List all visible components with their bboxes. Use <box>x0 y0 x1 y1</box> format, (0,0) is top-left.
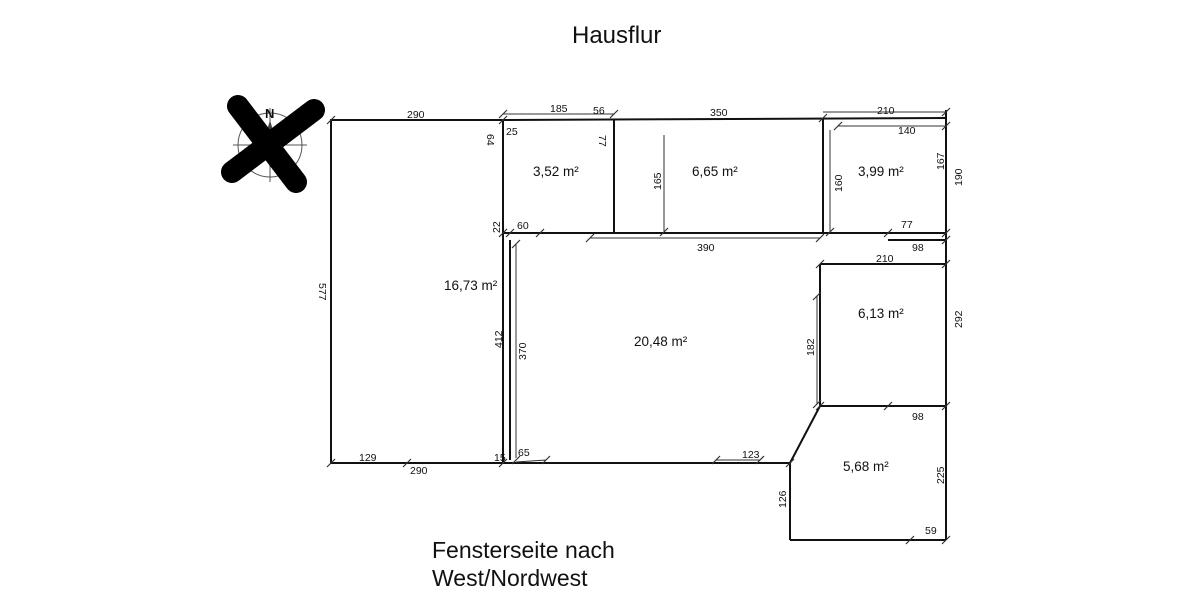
dimension-tick <box>941 535 951 545</box>
dimension-tick <box>833 121 843 131</box>
dim-label: 140 <box>898 125 916 137</box>
dim-label: 210 <box>876 253 894 265</box>
room-area-7: 5,68 m² <box>843 459 889 474</box>
dimension-tick <box>609 109 619 119</box>
dim-label: 390 <box>697 242 715 254</box>
dimension-tick <box>941 259 951 269</box>
dim-label: 292 <box>953 310 965 328</box>
dimension-tick <box>585 233 595 243</box>
dimension-tick <box>498 228 508 238</box>
dim-label: 370 <box>517 342 529 360</box>
dim-label: 129 <box>359 452 377 464</box>
dimension-tick <box>711 455 721 465</box>
dimension-tick <box>812 399 822 409</box>
walls <box>330 110 947 541</box>
dimension-labels: 290 185 56 350 210 140 64 25 77 165 160 … <box>316 103 965 537</box>
dimension-tick <box>498 458 508 468</box>
window-side-note: Fensterseite nach West/Nordwest <box>432 536 615 592</box>
dim-label: 190 <box>953 168 965 186</box>
dimension-tick <box>818 113 828 123</box>
dim-label: 77 <box>901 219 913 231</box>
dimension-tick <box>326 115 336 125</box>
dimension-tick <box>905 535 915 545</box>
dimension-tick <box>326 458 336 468</box>
dimension-ticks <box>326 107 951 545</box>
room-area-2: 6,65 m² <box>692 164 738 179</box>
dim-label: 412 <box>493 330 505 348</box>
dim-label: 167 <box>935 152 947 170</box>
dim-label: 65 <box>518 447 530 459</box>
dimension-tick <box>883 228 893 238</box>
dim-label: 210 <box>877 105 895 117</box>
dim-label: 60 <box>517 220 529 232</box>
dim-label: 185 <box>550 103 568 115</box>
room-area-6: 6,13 m² <box>858 306 904 321</box>
dim-label: 350 <box>710 107 728 119</box>
dim-label: 225 <box>935 466 947 484</box>
dimension-tick <box>941 401 951 411</box>
cross-out-stroke-2 <box>221 99 325 183</box>
dimension-tick <box>511 455 521 465</box>
dimension-tick <box>498 109 508 119</box>
dimension-tick <box>941 228 951 238</box>
dimension-tick <box>498 115 508 125</box>
window-side-note-line-2: West/Nordwest <box>432 565 588 591</box>
dimension-tick <box>755 455 765 465</box>
dim-label: 98 <box>912 242 924 254</box>
room-area-4: 16,73 m² <box>444 278 498 293</box>
dim-label: 160 <box>833 174 845 192</box>
dim-label: 64 <box>484 134 496 146</box>
dimension-tick <box>402 458 412 468</box>
dimension-tick <box>535 228 545 238</box>
compass-icon: N <box>221 95 325 193</box>
dimension-tick <box>815 401 825 411</box>
dimension-tick <box>883 401 893 411</box>
dim-label: 126 <box>777 490 789 508</box>
dim-label: 577 <box>316 283 328 301</box>
dim-label: 290 <box>407 109 425 121</box>
room-areas: 3,52 m² 6,65 m² 3,99 m² 16,73 m² 20,48 m… <box>444 164 904 474</box>
dimension-tick <box>505 228 515 238</box>
dimension-lines <box>503 111 946 463</box>
window-side-note-line-1: Fensterseite nach <box>432 537 615 563</box>
dim-label: 22 <box>491 221 503 233</box>
dim-label: 56 <box>593 105 605 117</box>
dimension-tick <box>812 291 822 301</box>
dim-label: 98 <box>912 411 924 423</box>
dimension-tick <box>541 455 551 465</box>
room-area-1: 3,52 m² <box>533 164 579 179</box>
dimension-tick <box>941 235 951 245</box>
dim-label: 123 <box>742 449 760 461</box>
dim-label: 59 <box>925 525 937 537</box>
dimension-tick <box>785 458 795 468</box>
room-area-5: 20,48 m² <box>634 334 688 349</box>
dimension-tick <box>825 227 835 237</box>
dim-label: 25 <box>506 126 518 138</box>
dim-label: 77 <box>596 135 608 147</box>
dimension-tick <box>941 107 951 117</box>
dim-label: 15 <box>494 452 506 464</box>
dim-label: 165 <box>652 172 664 190</box>
dimension-tick <box>511 239 521 249</box>
dim-label: 290 <box>410 465 428 477</box>
dimension-tick <box>815 233 825 243</box>
dimension-tick <box>659 227 669 237</box>
dimension-tick <box>941 121 951 131</box>
compass-n-label: N <box>265 106 274 121</box>
plan-title: Hausflur <box>572 22 662 49</box>
room-area-3: 3,99 m² <box>858 164 904 179</box>
dimension-tick <box>815 259 825 269</box>
dim-label: 182 <box>805 338 817 356</box>
